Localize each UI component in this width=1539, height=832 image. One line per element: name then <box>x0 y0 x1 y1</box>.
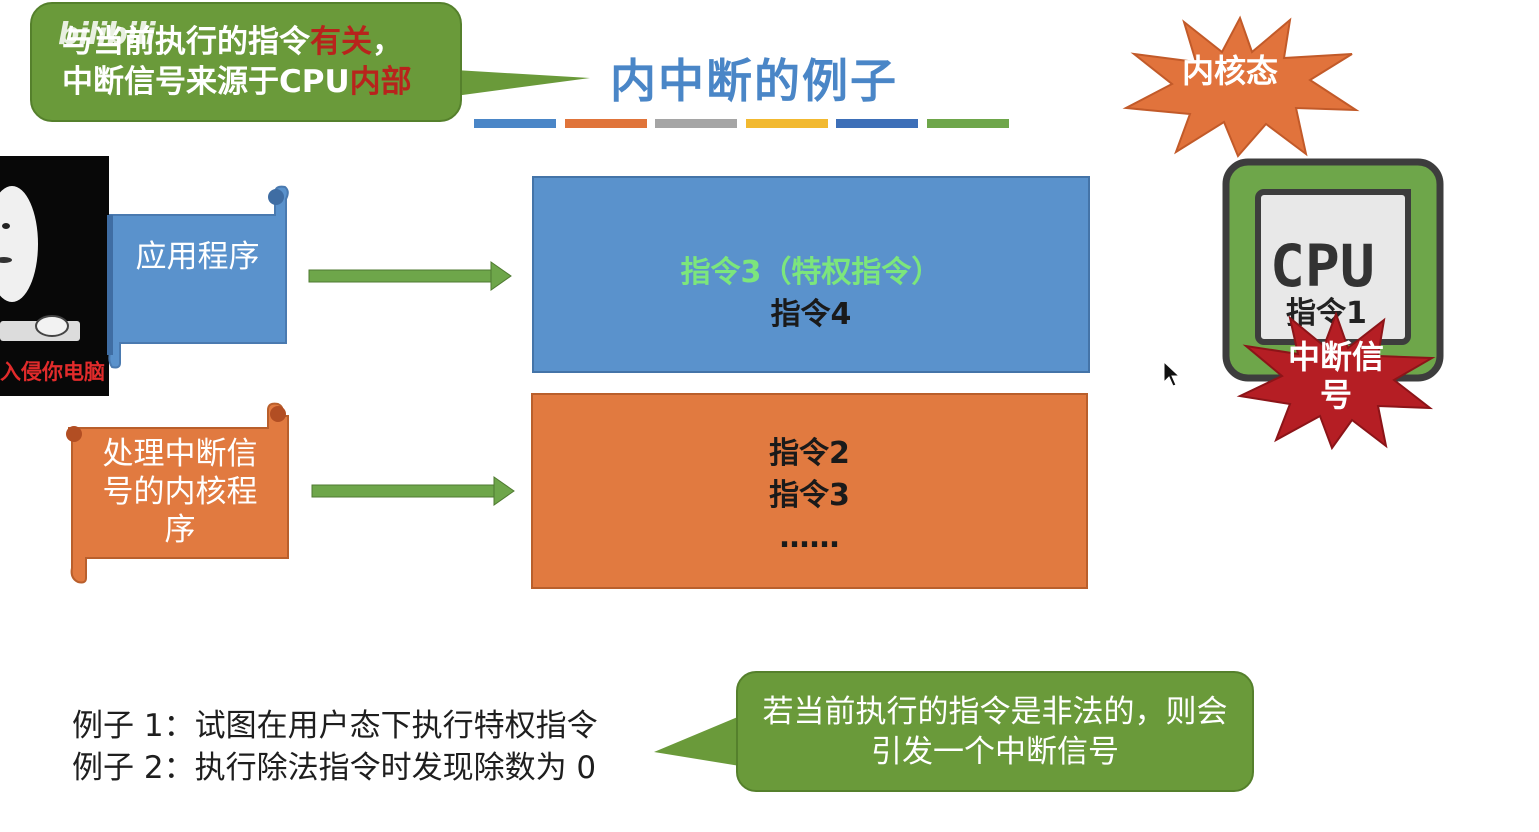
kernel-mode-label: 内核态 <box>1181 52 1278 90</box>
kernel-scroll-label: 处理中断信号的内核程序 <box>102 436 258 548</box>
example-1: 例子 1：试图在用户态下执行特权指令 <box>72 708 598 744</box>
kernel-mode-burst <box>1122 15 1360 158</box>
kernel-instructions-box: 指令2 指令3 …… <box>531 393 1088 589</box>
callout-top-text: 与当前执行的指令有关， 中断信号来源于CPU内部 <box>62 24 412 100</box>
instruction-4: 指令4 <box>770 296 852 332</box>
meme-caption: 入侵你电脑 <box>0 360 105 384</box>
instruction-3: 指令3 <box>769 478 850 513</box>
mouse-cursor-icon <box>1163 360 1181 387</box>
title-bar-segment <box>564 119 647 128</box>
interrupt-signal-label: 中断信号 <box>1287 338 1384 414</box>
example-2: 例子 2：执行除法指令时发现除数为 0 <box>72 750 597 786</box>
title-bar-segment <box>745 119 828 128</box>
interrupt-signal-burst <box>1236 311 1436 450</box>
title-bar-segment <box>836 119 918 128</box>
privileged-instruction: 指令3（特权指令） <box>680 254 942 290</box>
app-scroll-shape <box>107 185 289 369</box>
app-scroll-label: 应用程序 <box>135 239 260 275</box>
meme-face-icon <box>0 186 80 341</box>
cpu-chip-icon <box>1222 158 1444 382</box>
callout-bottom: 若当前执行的指令是非法的，则会引发一个中断信号 <box>736 671 1254 792</box>
arrow-kernel-to-orange <box>311 476 515 506</box>
examples-text: 例子 1：试图在用户态下执行特权指令 例子 2：执行除法指令时发现除数为 0 <box>72 705 598 789</box>
kernel-scroll-shape <box>66 402 289 584</box>
user-instructions-box: 指令3（特权指令） 指令4 <box>532 176 1090 373</box>
title-bar-segment <box>926 119 1009 128</box>
watermark: bilibili <box>58 17 156 52</box>
callout-bottom-tail <box>654 716 740 766</box>
instruction-ellipsis: …… <box>779 520 840 555</box>
instruction-2: 指令2 <box>769 436 850 471</box>
meme-image <box>0 156 109 396</box>
title-bar-segment <box>474 119 556 128</box>
arrow-app-to-blue <box>308 261 512 291</box>
title-bar-segment <box>655 119 737 128</box>
callout-top: 与当前执行的指令有关， 中断信号来源于CPU内部 <box>30 2 462 122</box>
callout-bottom-text: 若当前执行的指令是非法的，则会引发一个中断信号 <box>762 693 1228 770</box>
cpu-chip-text: CPU <box>1270 232 1375 300</box>
slide-title: 内中断的例子 <box>610 54 898 108</box>
callout-top-tail <box>455 70 590 96</box>
